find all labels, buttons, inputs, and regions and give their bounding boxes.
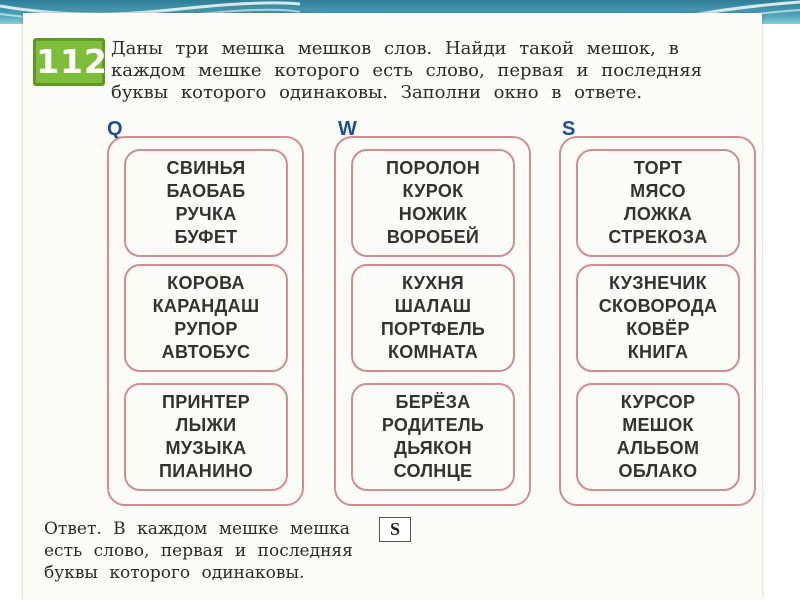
- word: СОЛНЦЕ: [393, 461, 473, 481]
- answer-line: буквы которого одинаковы.: [44, 563, 305, 583]
- word: РОДИТЕЛЬ: [381, 415, 485, 435]
- inner-bag: ТОРТ МЯСО ЛОЖКА СТРЕКОЗА: [576, 149, 740, 257]
- word: ОБЛАКО: [618, 461, 698, 481]
- word: КУРСОР: [620, 392, 696, 412]
- answer-line: есть слово, первая и последняя: [44, 541, 353, 561]
- inner-bag: БЕРЁЗА РОДИТЕЛЬ ДЬЯКОН СОЛНЦЕ: [351, 383, 515, 491]
- word: ЛОЖКА: [623, 204, 693, 224]
- word: КУЗНЕЧИК: [609, 273, 707, 293]
- bag-s: ТОРТ МЯСО ЛОЖКА СТРЕКОЗА КУЗНЕЧИК СКОВОР…: [559, 136, 756, 506]
- word: КУРОК: [402, 181, 464, 201]
- word: БАОБАБ: [166, 181, 246, 201]
- word: БУФЕТ: [174, 227, 238, 247]
- word: АВТОБУС: [161, 342, 251, 362]
- task-line: Даны три мешка мешков слов. Найди такой …: [111, 38, 679, 59]
- word: СКОВОРОДА: [598, 296, 718, 316]
- word: СТРЕКОЗА: [608, 227, 708, 247]
- word: РУЧКА: [175, 204, 237, 224]
- word: ТОРТ: [633, 158, 683, 178]
- inner-bag: КУЗНЕЧИК СКОВОРОДА КОВЁР КНИГА: [576, 264, 740, 372]
- inner-bag: КОРОВА КАРАНДАШ РУПОР АВТОБУС: [124, 264, 288, 372]
- word: КОВЁР: [626, 319, 690, 339]
- bag-q: СВИНЬЯ БАОБАБ РУЧКА БУФЕТ КОРОВА КАРАНДА…: [107, 136, 304, 506]
- bag-letter-q: Q: [107, 118, 123, 140]
- word: СВИНЬЯ: [166, 158, 246, 178]
- word: КОРОВА: [167, 273, 245, 293]
- word: КНИГА: [627, 342, 689, 362]
- task-line: буквы которого одинаковы. Заполни окно в…: [111, 82, 643, 103]
- inner-bag: КУХНЯ ШАЛАШ ПОРТФЕЛЬ КОМНАТА: [351, 264, 515, 372]
- word: ЛЫЖИ: [175, 415, 237, 435]
- inner-bag: ПОРОЛОН КУРОК НОЖИК ВОРОБЕЙ: [351, 149, 515, 257]
- word: ПОРОЛОН: [386, 158, 480, 178]
- word: ПОРТФЕЛЬ: [380, 319, 486, 339]
- word: КАРАНДАШ: [152, 296, 260, 316]
- word: АЛЬБОМ: [616, 438, 700, 458]
- word: КУХНЯ: [401, 273, 465, 293]
- word: НОЖИК: [398, 204, 468, 224]
- word: МЯСО: [630, 181, 686, 201]
- word: КОМНАТА: [387, 342, 479, 362]
- word: МУЗЫКА: [165, 438, 247, 458]
- inner-bag: СВИНЬЯ БАОБАБ РУЧКА БУФЕТ: [124, 149, 288, 257]
- task-statement: Даны три мешка мешков слов. Найди такой …: [111, 38, 751, 104]
- inner-bag: КУРСОР МЕШОК АЛЬБОМ ОБЛАКО: [576, 383, 740, 491]
- answer-text: Ответ. В каждом мешке мешка есть слово, …: [44, 518, 434, 584]
- bag-letter-s: S: [562, 118, 576, 140]
- word: ШАЛАШ: [394, 296, 472, 316]
- answer-box[interactable]: S: [379, 517, 411, 542]
- inner-bag: ПРИНТЕР ЛЫЖИ МУЗЫКА ПИАНИНО: [124, 383, 288, 491]
- word: МЕШОК: [622, 415, 694, 435]
- word: ВОРОБЕЙ: [386, 227, 480, 247]
- word: ДЬЯКОН: [394, 438, 472, 458]
- task-line: каждом мешке которого есть слово, первая…: [111, 60, 703, 81]
- word: ПРИНТЕР: [162, 392, 250, 412]
- answer-line: Ответ. В каждом мешке мешка: [44, 519, 350, 539]
- bag-letter-w: W: [338, 118, 357, 140]
- word: БЕРЁЗА: [395, 392, 471, 412]
- task-number-badge: 112: [33, 38, 107, 86]
- bag-w: ПОРОЛОН КУРОК НОЖИК ВОРОБЕЙ КУХНЯ ШАЛАШ …: [334, 136, 531, 506]
- word: ПИАНИНО: [159, 461, 253, 481]
- word: РУПОР: [174, 319, 238, 339]
